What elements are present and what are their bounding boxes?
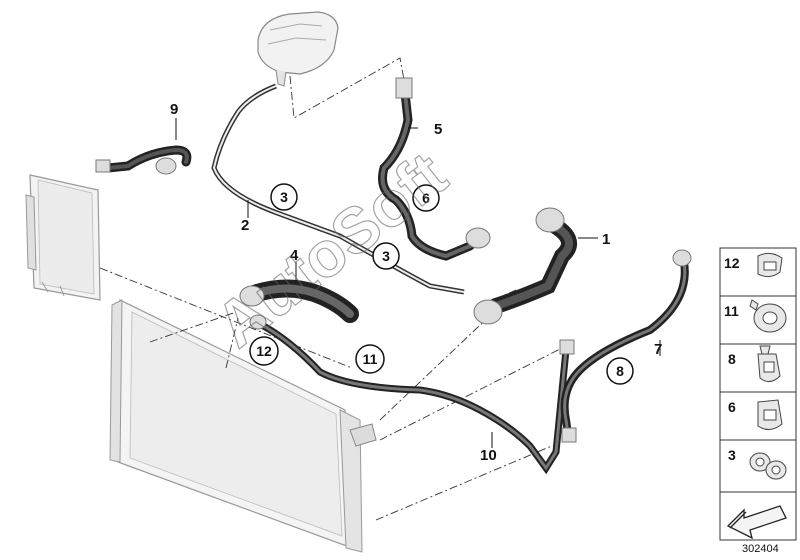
callout-4: 4	[290, 247, 299, 264]
callout-leaders	[175, 118, 661, 448]
callout-5: 5	[434, 121, 442, 138]
arrow-icon	[726, 505, 787, 540]
circled-callout-11: 11	[355, 344, 385, 374]
svg-text:6: 6	[422, 190, 430, 206]
drawing-number: 302404	[742, 543, 779, 555]
hose-4	[239, 279, 359, 323]
hose-10-11	[249, 314, 575, 475]
clip-6-icon	[757, 399, 783, 430]
svg-text:8: 8	[616, 363, 624, 379]
clip-12-icon	[757, 252, 783, 278]
callout-2: 2	[241, 217, 249, 234]
clip-11-icon	[749, 299, 787, 333]
auxiliary-radiator	[25, 174, 101, 301]
circled-callout-3a: 3	[270, 183, 298, 211]
callout-10: 10	[480, 447, 497, 464]
circled-callout-6: 6	[412, 184, 440, 212]
callout-9: 9	[170, 101, 178, 118]
circled-callout-3b: 3	[372, 242, 400, 270]
svg-text:3: 3	[280, 189, 288, 205]
legend-column: 12 11 8 6 3	[719, 247, 797, 541]
clip-8-icon	[757, 345, 781, 382]
legend-label-11: 11	[724, 303, 739, 319]
svg-text:3: 3	[382, 248, 390, 264]
main-radiator	[109, 299, 377, 553]
clip-3-icon	[749, 452, 787, 480]
hose-1	[473, 207, 577, 325]
svg-text:12: 12	[256, 343, 272, 359]
circled-callout-12: 12	[249, 336, 279, 366]
legend-label-3: 3	[728, 447, 736, 463]
legend-label-8: 8	[728, 351, 736, 367]
callout-1: 1	[602, 231, 610, 248]
circled-callout-8: 8	[606, 357, 634, 385]
callout-7: 7	[654, 341, 662, 358]
svg-text:11: 11	[363, 351, 378, 367]
legend-label-12: 12	[724, 255, 740, 271]
hose-9	[95, 145, 192, 175]
hose-5	[378, 77, 491, 261]
expansion-tank	[257, 11, 339, 87]
legend-label-6: 6	[728, 399, 736, 415]
hose-7-8	[560, 249, 692, 443]
